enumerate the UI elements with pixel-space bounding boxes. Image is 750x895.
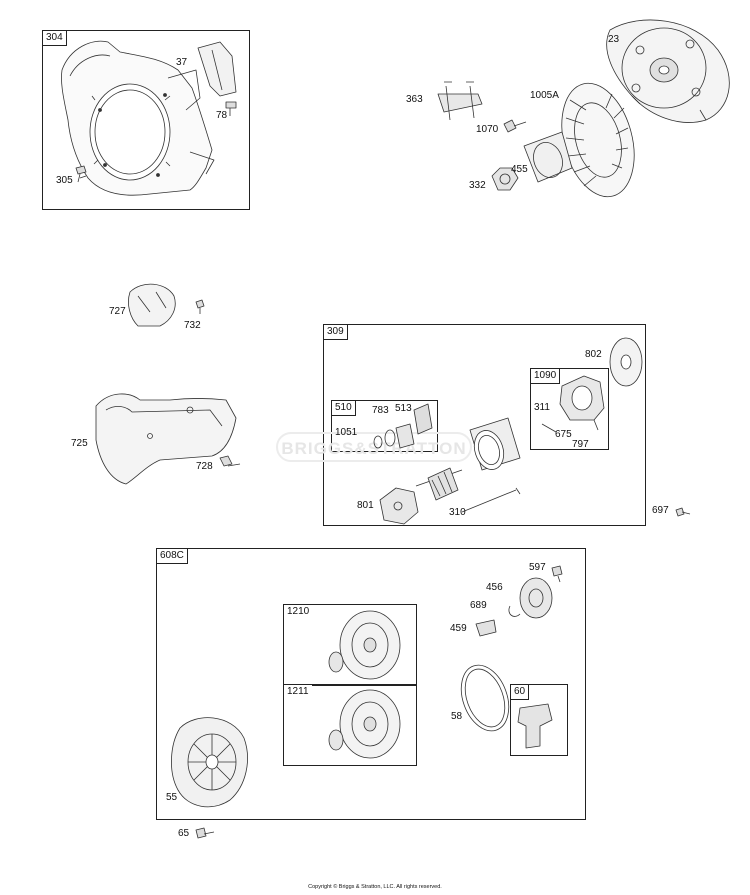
assembly-box-1090: 1090: [530, 368, 609, 450]
callout-725: 725: [71, 438, 88, 449]
callout-675: 675: [555, 429, 572, 440]
blower-housing-drawing: [61, 40, 215, 196]
bolt-310-drawing: [461, 487, 521, 513]
rope-58-drawing: [460, 664, 510, 732]
callout-37: 37: [176, 57, 188, 68]
assembly-tag-608c: 608C: [157, 549, 188, 564]
assembly-box-510: 510: [331, 400, 438, 452]
screw-305-drawing: [75, 165, 87, 183]
callout-305: 305: [56, 175, 73, 186]
armature-drawing: [415, 467, 463, 501]
watermark: BRIGGS&STRATTON: [276, 432, 472, 462]
assembly-tag-1210: 1210: [284, 605, 313, 619]
copyright-notice: Copyright © Briggs & Stratton, LLC. All …: [308, 884, 442, 890]
pulley-1210-drawing: [328, 610, 401, 680]
assembly-tag-510: 510: [332, 401, 356, 416]
callout-310: 310: [449, 507, 466, 518]
assembly-box-608c: 608C: [156, 548, 586, 820]
callout-728: 728: [196, 461, 213, 472]
assembly-tag-1090: 1090: [531, 369, 561, 384]
assembly-box-1210: 1210: [283, 604, 417, 686]
screw-728-drawing: [219, 455, 241, 467]
assembly-box-309: 309: [323, 324, 646, 526]
callout-597: 597: [529, 562, 546, 573]
guard-725-drawing: [95, 393, 237, 485]
callout-1051: 1051: [335, 427, 358, 438]
callout-802: 802: [585, 349, 602, 360]
pulley-1211-drawing: [328, 689, 401, 759]
ring-689-drawing: [508, 605, 521, 617]
nut-332-drawing: [491, 167, 519, 191]
screw-78-drawing: [225, 101, 237, 116]
fan-drawing: [561, 82, 635, 198]
flywheel-drawing: [606, 19, 730, 123]
callout-1070: 1070: [476, 124, 499, 135]
screw-697-drawing: [675, 507, 691, 517]
callout-513: 513: [395, 403, 412, 414]
assembly-tag-60: 60: [511, 685, 530, 700]
callout-332: 332: [469, 180, 486, 191]
shroud-727-drawing: [128, 283, 176, 327]
assembly-box-304: 304: [42, 30, 250, 210]
plate-802-drawing: [609, 337, 643, 387]
callout-23: 23: [608, 34, 620, 45]
cup-456-drawing: [519, 577, 553, 619]
screw-1070-drawing: [503, 119, 527, 133]
starter-housing-drawing: [469, 417, 521, 471]
cup-455-drawing: [523, 131, 573, 183]
end-cap-1090-drawing: [559, 375, 605, 431]
callout-455: 455: [511, 164, 528, 175]
callout-55: 55: [166, 792, 178, 803]
assembly-tag-304: 304: [43, 31, 67, 46]
screw-732-drawing: [195, 299, 205, 314]
handle-60-drawing: [517, 703, 553, 749]
assembly-box-60: 60: [510, 684, 568, 756]
rewind-housing-55-drawing: [171, 717, 248, 808]
callout-732: 732: [184, 320, 201, 331]
callout-783: 783: [372, 405, 389, 416]
callout-727: 727: [109, 306, 126, 317]
callout-459: 459: [450, 623, 467, 634]
drive-510-drawing: [373, 403, 433, 449]
callout-1005a: 1005A: [530, 90, 559, 101]
dog-459-drawing: [475, 619, 497, 637]
callout-801: 801: [357, 500, 374, 511]
callout-65: 65: [178, 828, 190, 839]
callout-697: 697: [652, 505, 669, 516]
screw-65-drawing: [195, 827, 215, 839]
callout-78: 78: [216, 110, 228, 121]
callout-311: 311: [534, 402, 550, 413]
assembly-tag-1211: 1211: [284, 685, 312, 699]
bracket-363-drawing: [437, 81, 483, 121]
screw-597-drawing: [551, 565, 563, 583]
callout-456: 456: [486, 582, 503, 593]
callout-797: 797: [572, 439, 589, 450]
assembly-tag-309: 309: [324, 325, 348, 340]
callout-689: 689: [470, 600, 487, 611]
brush-plate-801-drawing: [379, 487, 419, 525]
callout-58: 58: [451, 711, 463, 722]
callout-363: 363: [406, 94, 423, 105]
assembly-box-1211: 1211: [283, 684, 417, 766]
